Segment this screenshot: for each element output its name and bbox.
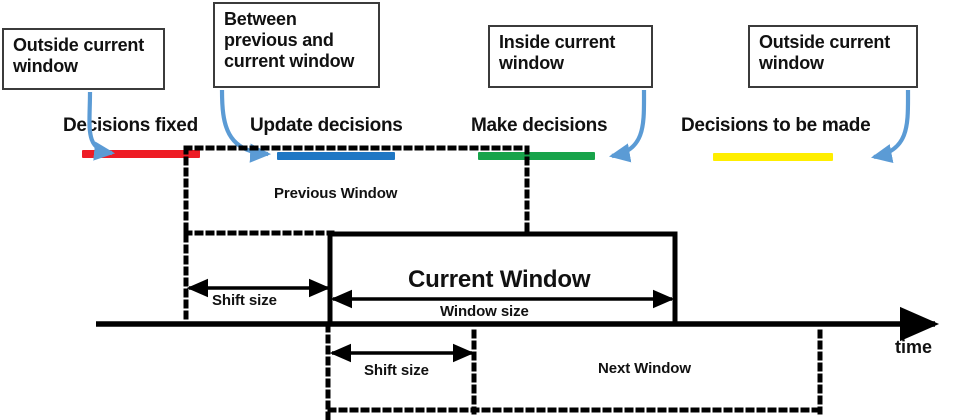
bar-make-decisions	[478, 152, 595, 160]
label-decisions-to-be-made: Decisions to be made	[681, 115, 871, 136]
label-next-window: Next Window	[598, 360, 691, 377]
bar-decisions-fixed	[82, 150, 200, 158]
bar-decisions-to-be-made	[713, 153, 833, 161]
callout-inside-current-window: Inside current window	[488, 25, 653, 88]
connector-outside-right	[870, 89, 911, 164]
label-make-decisions: Make decisions	[471, 115, 608, 136]
label-update-decisions: Update decisions	[250, 115, 403, 136]
label-shift-size-lower: Shift size	[364, 362, 429, 379]
label-previous-window: Previous Window	[274, 185, 398, 202]
connector-outside-left	[87, 91, 116, 161]
connector-inside	[608, 89, 647, 163]
connector-between	[219, 89, 272, 163]
callout-outside-current-window-right: Outside current window	[748, 25, 918, 88]
label-time-axis: time	[895, 337, 933, 357]
label-decisions-fixed: Decisions fixed	[63, 115, 198, 136]
bar-update-decisions	[277, 152, 395, 160]
label-current-window: Current Window	[408, 266, 591, 293]
current-window-box	[327, 231, 678, 327]
callout-between-previous-and-current-window: Between previous and current window	[213, 2, 380, 88]
callout-outside-current-window-left: Outside current window	[2, 28, 165, 90]
